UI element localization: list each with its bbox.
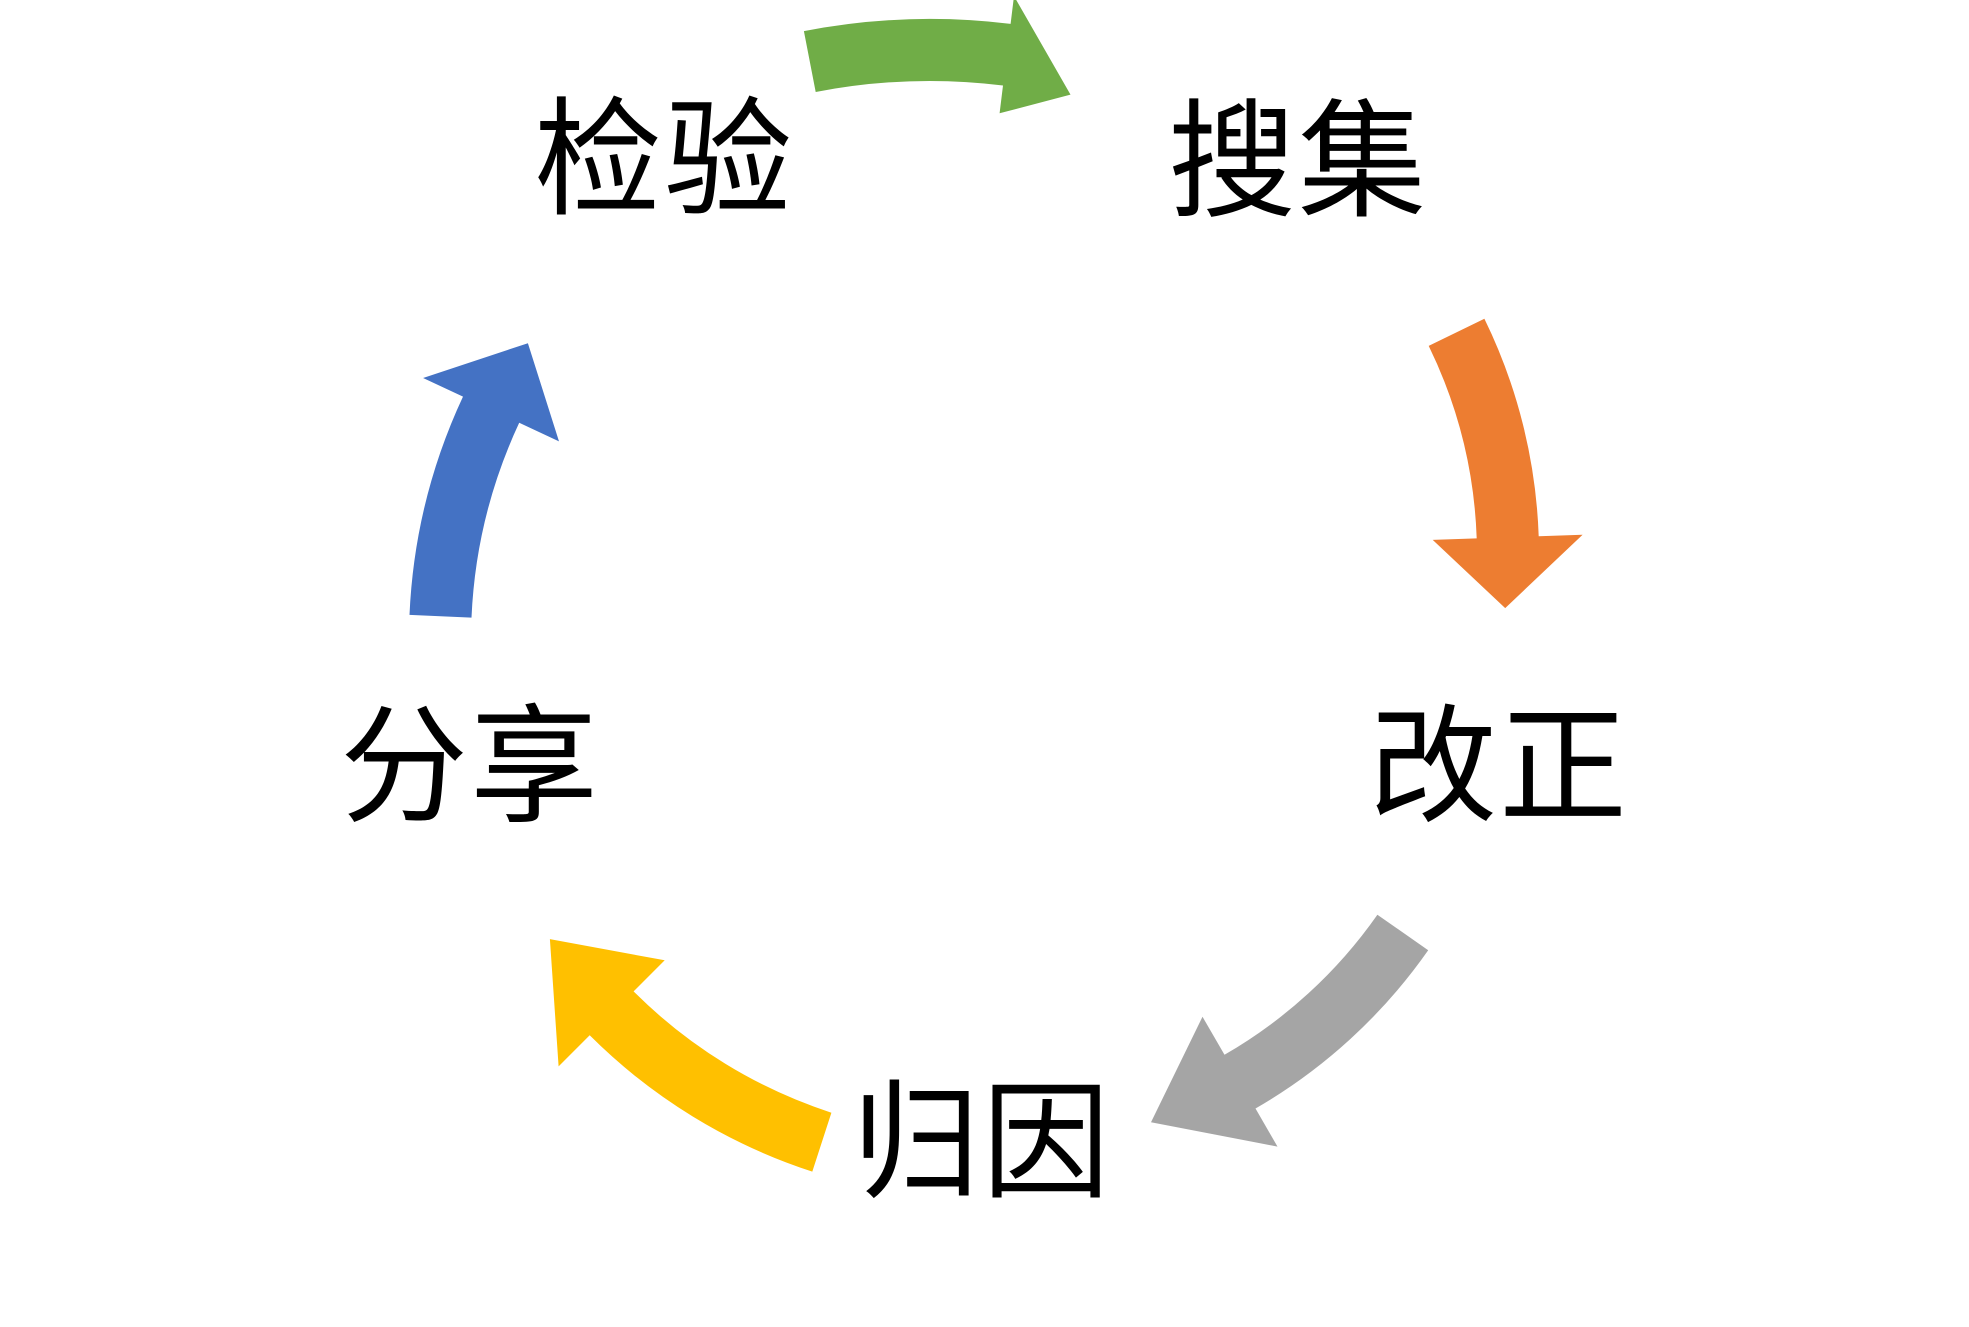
- step-label-guiyin: 归因: [851, 1073, 1113, 1215]
- step-label-fenxiang: 分享: [339, 697, 601, 839]
- curved-arrow-gray-icon: [1151, 914, 1429, 1147]
- curved-arrow-green-icon: [803, 0, 1071, 114]
- step-label-jianyan: 检验: [533, 90, 795, 232]
- curved-arrow-yellow-icon: [549, 939, 832, 1172]
- step-label-gaizheng: 改正: [1368, 697, 1630, 839]
- curved-arrow-blue-icon: [409, 343, 559, 618]
- curved-arrow-orange-icon: [1428, 318, 1583, 609]
- step-label-souji: 搜集: [1167, 92, 1429, 234]
